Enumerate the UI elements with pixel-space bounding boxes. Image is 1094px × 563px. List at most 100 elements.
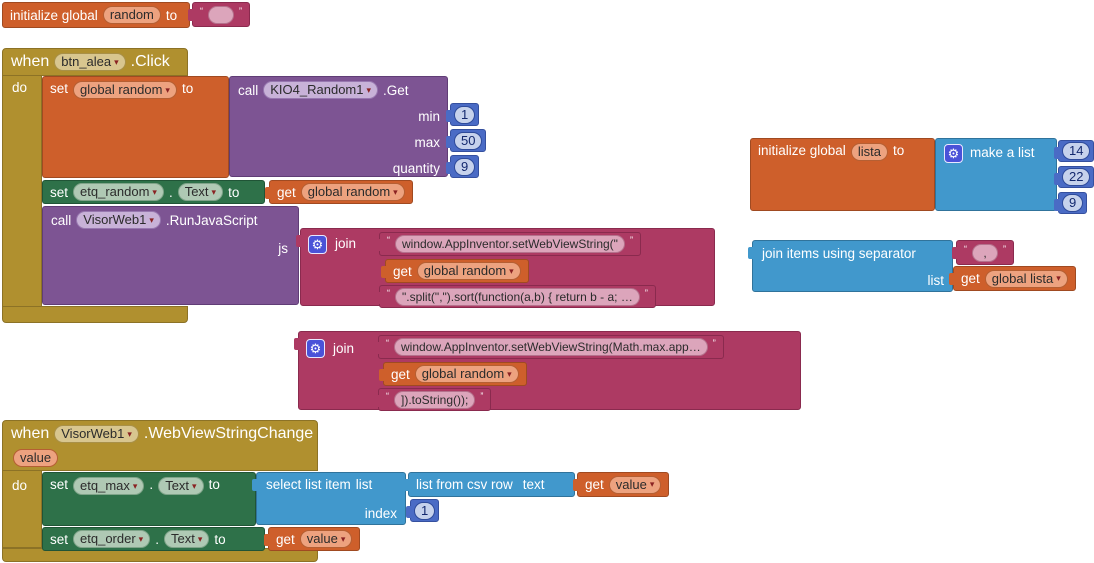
var-dropdown-value[interactable]: value▾ [608, 475, 662, 494]
when-webview-spine[interactable] [2, 470, 42, 548]
var-dropdown-global-lista[interactable]: global lista▾ [984, 269, 1068, 288]
block-make-a-list[interactable]: ⚙ make a list [935, 138, 1057, 211]
block-string-setwebviewstring[interactable]: “ window.AppInventor.setWebViewString(" … [375, 232, 641, 256]
block-number-quantity[interactable]: 9 [445, 155, 480, 178]
block-string-split-sort[interactable]: “ ".split(",").sort(function(a,b) { retu… [375, 285, 656, 308]
string-value-field[interactable]: ".split(",").sort(function(a,b) { return… [395, 287, 640, 306]
block-join-1[interactable]: ⚙ join “ window.AppInventor.setWebViewSt… [296, 228, 715, 308]
method-label: .RunJavaScript [165, 212, 258, 228]
block-get-global-random[interactable]: get global random▾ [265, 180, 413, 204]
block-init-global-lista[interactable]: initialize global lista to [750, 138, 935, 211]
get-label: get [277, 184, 296, 200]
open-quote-mark: “ [387, 287, 390, 298]
component-dropdown-kio4[interactable]: KIO4_Random1▾ [263, 81, 379, 99]
open-quote-mark: “ [964, 243, 967, 254]
block-set-etq-order-text[interactable]: set etq_order▾ . Text▾ to [42, 527, 265, 551]
block-get-global-random[interactable]: get global random▾ [379, 362, 527, 386]
var-dropdown-global-random[interactable]: global random▾ [414, 365, 519, 383]
component-dropdown-btn-alea[interactable]: btn_alea▾ [54, 53, 126, 71]
string-value-field[interactable]: window.AppInventor.setWebViewString(Math… [394, 338, 708, 356]
number-field[interactable]: 1 [454, 105, 476, 124]
block-number-list-item[interactable]: 9 [1053, 192, 1088, 214]
when-btn-click-spine[interactable] [2, 75, 42, 308]
when-btn-click-footer[interactable] [2, 306, 188, 323]
property-dropdown-text[interactable]: Text▾ [177, 183, 224, 201]
string-value-field[interactable]: , [972, 243, 998, 262]
number-field[interactable]: 1 [414, 501, 436, 520]
block-number-list-item[interactable]: 14 [1053, 140, 1094, 162]
number-field[interactable]: 9 [454, 157, 476, 176]
block-set-etq-random-text[interactable]: set etq_random▾ . Text▾ to [42, 180, 265, 204]
open-quote-mark: “ [387, 235, 390, 245]
event-label: .WebViewStringChange [143, 425, 314, 442]
property-dropdown-text[interactable]: Text▾ [158, 477, 204, 495]
block-set-global-random[interactable]: set global random▾ to [42, 76, 229, 178]
var-name-text: random [109, 7, 154, 22]
block-number-index[interactable]: 1 [405, 499, 440, 522]
string-value-field[interactable]: ]).toString()); [394, 390, 476, 409]
set-label: set [50, 81, 69, 96]
mutator-gear-icon[interactable]: ⚙ [308, 235, 327, 254]
get-label: get [276, 531, 295, 547]
mutator-gear-icon[interactable]: ⚙ [944, 144, 963, 163]
to-label: to [228, 184, 240, 200]
call-label: call [51, 212, 72, 228]
number-field[interactable]: 50 [454, 131, 483, 150]
var-name-field-lista[interactable]: lista [850, 143, 888, 161]
block-when-btn-click-header[interactable]: when btn_alea▾ .Click [2, 48, 188, 76]
var-text: global random [423, 263, 507, 278]
block-number-list-item[interactable]: 22 [1053, 166, 1094, 188]
component-dropdown-visorweb[interactable]: VisorWeb1▾ [76, 211, 161, 229]
event-param-value-badge[interactable]: value [13, 449, 59, 467]
block-get-global-random[interactable]: get global random▾ [381, 259, 529, 283]
string-text: ]).toString()); [401, 392, 469, 407]
block-string-math-max[interactable]: “ window.AppInventor.setWebViewString(Ma… [374, 335, 724, 359]
block-call-kio4-random-get[interactable]: call KIO4_Random1▾ .Get min max quantity [229, 76, 448, 177]
property-dropdown-text[interactable]: Text▾ [163, 530, 210, 548]
block-set-etq-max-text[interactable]: set etq_max▾ . Text▾ to [42, 472, 256, 526]
var-name-field-random[interactable]: random [102, 6, 161, 24]
block-list-from-csv-row[interactable]: list from csv row text [404, 472, 575, 497]
block-when-webviewstringchange-header[interactable]: when VisorWeb1▾ .WebViewStringChange val… [2, 420, 318, 471]
block-join-items-using-separator[interactable]: join items using separator list [748, 240, 953, 292]
var-name-text: lista [857, 144, 881, 159]
block-string-separator[interactable]: “ , ” [952, 240, 1014, 265]
block-get-global-lista[interactable]: get global lista▾ [949, 266, 1076, 291]
number-field[interactable]: 22 [1062, 168, 1091, 186]
string-value-field[interactable] [208, 5, 234, 24]
dropdown-arrow-icon: ▾ [366, 84, 372, 95]
get-label: get [961, 271, 980, 286]
open-quote-mark: “ [386, 338, 389, 348]
string-value-field[interactable]: window.AppInventor.setWebViewString(" [395, 235, 625, 253]
var-dropdown-global-random[interactable]: global random▾ [73, 81, 177, 99]
number-field[interactable]: 14 [1062, 142, 1091, 160]
block-init-global-random[interactable]: initialize global random to [2, 2, 190, 28]
component-dropdown-etq-random[interactable]: etq_random▾ [73, 183, 164, 201]
close-quote-mark: ” [239, 5, 242, 16]
var-dropdown-value[interactable]: value▾ [299, 530, 353, 548]
block-number-max[interactable]: 50 [445, 129, 487, 152]
var-dropdown-global-random[interactable]: global random▾ [300, 183, 405, 201]
component-dropdown-etq-order[interactable]: etq_order▾ [73, 530, 151, 548]
block-call-run-javascript[interactable]: call VisorWeb1▾ .RunJavaScript js [42, 206, 299, 305]
open-quote-mark: “ [200, 5, 203, 16]
mutator-gear-icon[interactable]: ⚙ [306, 339, 325, 358]
block-empty-string[interactable]: “ ” [188, 2, 250, 27]
property-text: Text [184, 184, 209, 199]
list-param-label: list [355, 477, 373, 492]
number-text: 1 [421, 502, 429, 518]
number-field[interactable]: 9 [1062, 194, 1084, 212]
param-text: value [20, 450, 52, 465]
var-dropdown-global-random[interactable]: global random▾ [416, 262, 521, 280]
block-join-2[interactable]: ⚙ join “ window.AppInventor.setWebViewSt… [294, 331, 801, 411]
dropdown-arrow-icon: ▾ [1056, 273, 1061, 283]
block-string-tostring[interactable]: “ ]).toString()); ” [373, 388, 492, 411]
block-select-list-item[interactable]: select list item list index [252, 472, 406, 525]
component-dropdown-visorweb[interactable]: VisorWeb1▾ [54, 425, 139, 443]
dot-label: . [168, 184, 173, 200]
property-text: Text [165, 478, 190, 493]
block-get-value[interactable]: get value▾ [263, 527, 361, 551]
block-number-min[interactable]: 1 [445, 103, 480, 126]
component-dropdown-etq-max[interactable]: etq_max▾ [73, 477, 145, 495]
block-get-value[interactable]: get value▾ [572, 472, 670, 497]
